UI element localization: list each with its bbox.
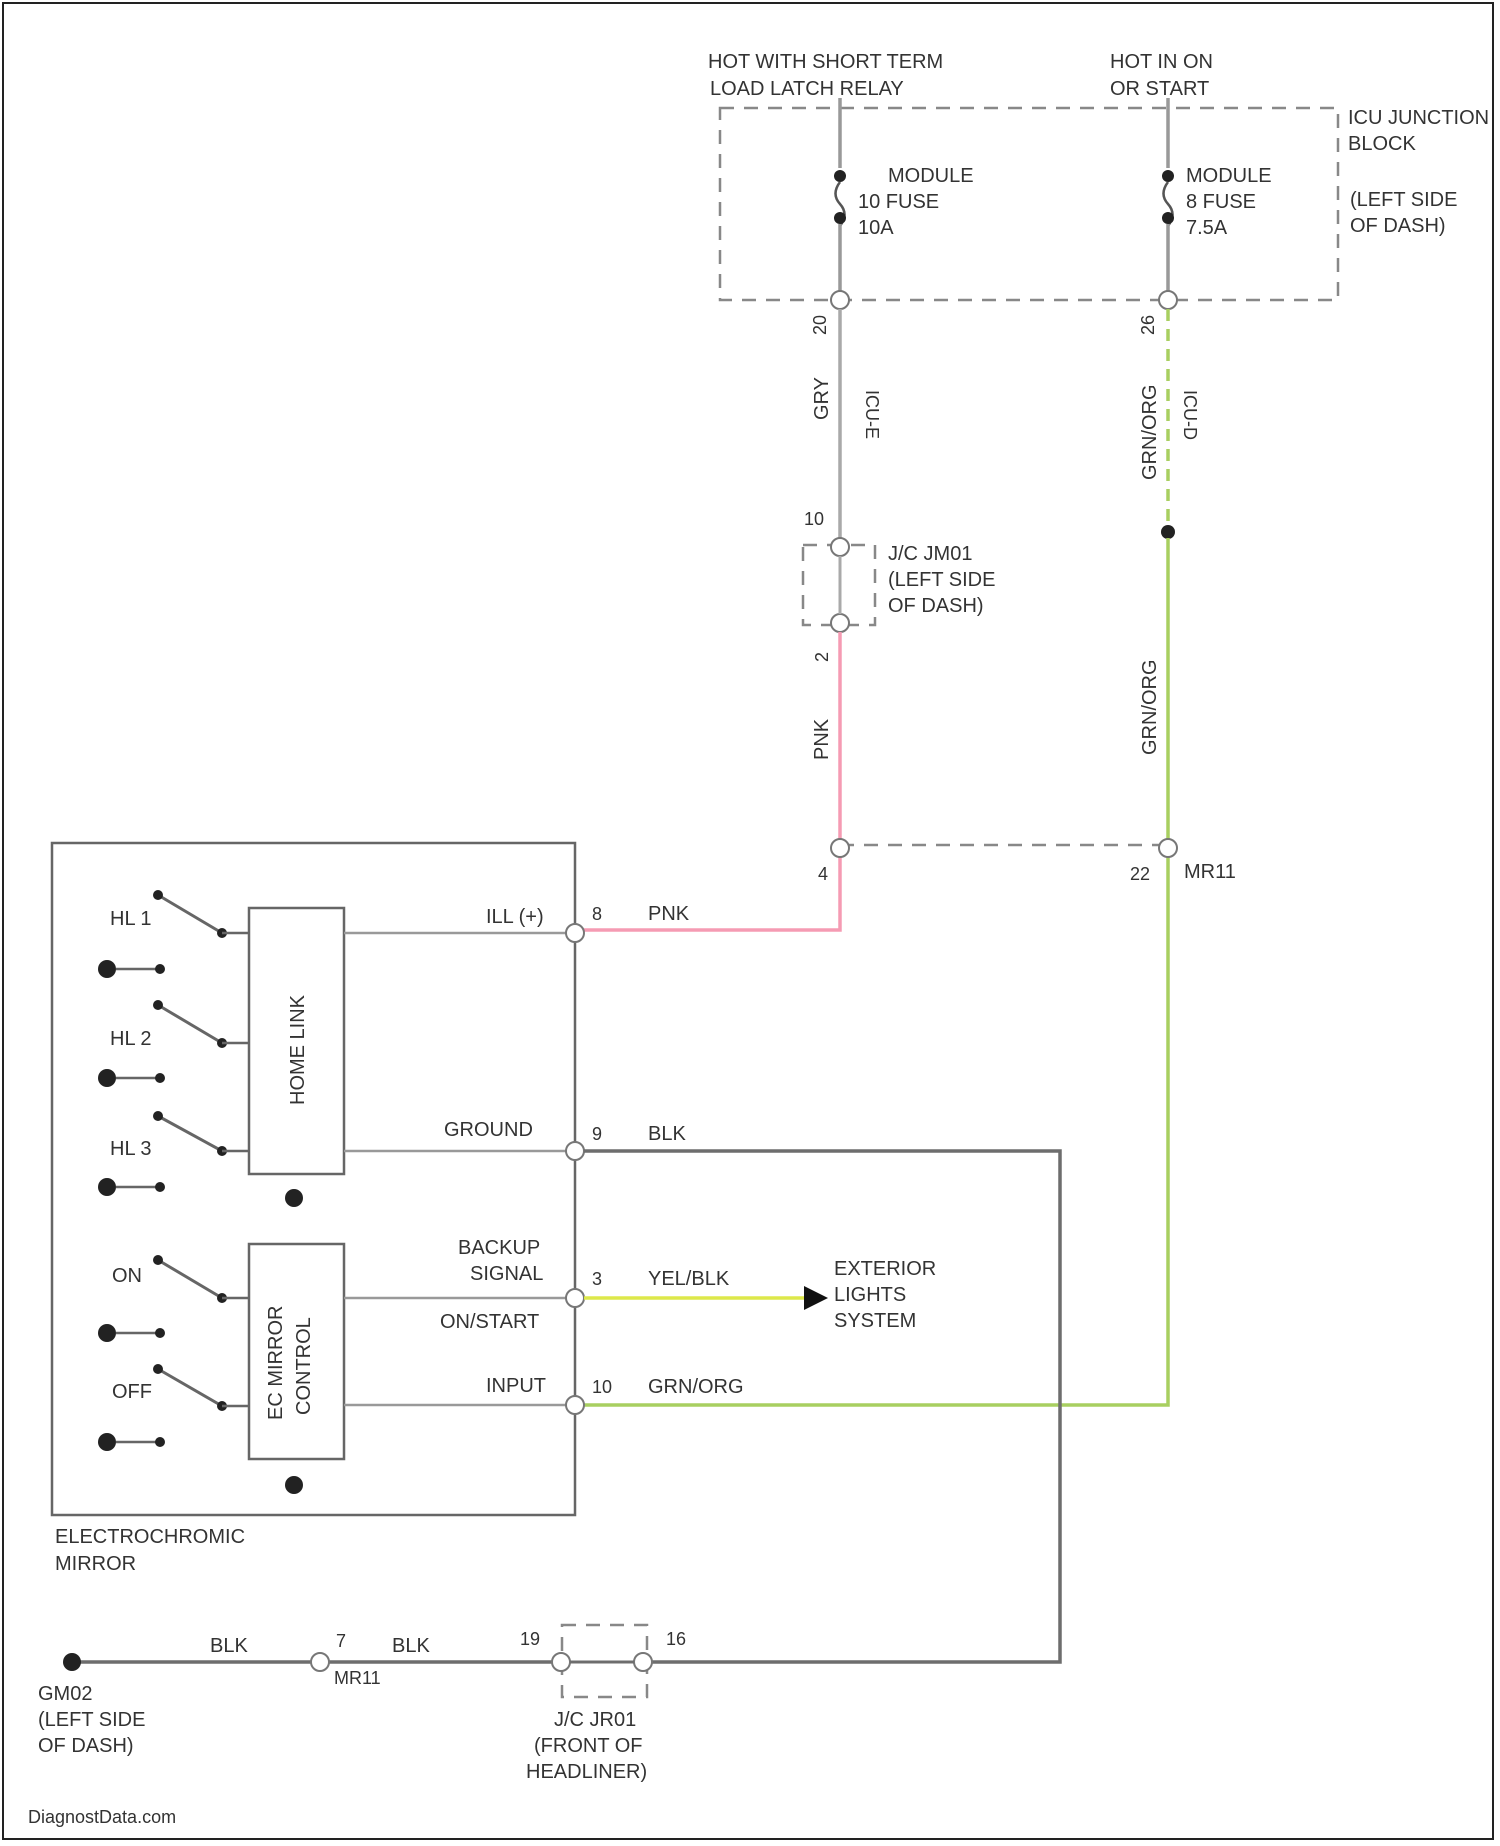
fuse-right-top-dot: [1162, 170, 1174, 182]
outer-frame: [3, 3, 1493, 1839]
jc-jr01-label-1: J/C JR01: [554, 1709, 636, 1731]
wire-gry-label: GRY: [811, 377, 833, 420]
fuse-left-bottom-dot: [834, 212, 846, 224]
gm02-label-1: GM02: [38, 1683, 92, 1705]
jc-jr01-right-connector: [634, 1653, 652, 1671]
fuse-left-label-2: 10 FUSE: [858, 191, 939, 213]
mirror-pin-9-connector: [566, 1142, 584, 1160]
switch-off-label: OFF: [112, 1381, 152, 1403]
wire-blk-label: BLK: [648, 1123, 686, 1145]
icu-e-label: ICU-E: [862, 390, 882, 439]
ec-control-label-2: CONTROL: [293, 1317, 315, 1415]
homelink-label: HOME LINK: [287, 994, 309, 1105]
ec-control-ground-dot: [285, 1476, 303, 1494]
fuse-right-label-3: 7.5A: [1186, 217, 1228, 239]
jc-jr01-pin-right: 16: [666, 1629, 686, 1649]
gm02-label-2: (LEFT SIDE: [38, 1709, 145, 1731]
fuse-left-top-dot: [834, 170, 846, 182]
mirror-pin-3-connector: [566, 1289, 584, 1307]
arrow-right-icon: [804, 1286, 828, 1310]
jc-jr01-label-3: HEADLINER): [526, 1761, 647, 1783]
footer-watermark: DiagnostData.com: [28, 1807, 176, 1827]
mirror-pin-10-connector: [566, 1396, 584, 1414]
fuse-left-label-1: MODULE: [888, 165, 974, 187]
jc-left-label-2: (LEFT SIDE: [888, 569, 995, 591]
jb-label-3: (LEFT SIDE: [1350, 189, 1457, 211]
jc-jr01-pin-left: 19: [520, 1629, 540, 1649]
mr11-right-connector: [1159, 839, 1177, 857]
fuse-right-label-1: MODULE: [1186, 165, 1272, 187]
signal-ground-label: GROUND: [444, 1119, 533, 1141]
jb-label-4: OF DASH): [1350, 215, 1446, 237]
signal-ill-label: ILL (+): [486, 906, 544, 928]
icu-e-connector: [831, 291, 849, 309]
mirror-pin-8-connector: [566, 924, 584, 942]
switch-hl2-label: HL 2: [110, 1028, 152, 1050]
homelink-ground-dot: [285, 1189, 303, 1207]
jb-label-1: ICU JUNCTION: [1348, 107, 1489, 129]
wire-grn-org-label-top: GRN/ORG: [1139, 384, 1161, 480]
exterior-label-2: LIGHTS: [834, 1284, 906, 1306]
wire-grn-org-label-mid: GRN/ORG: [1139, 659, 1161, 755]
exterior-label-1: EXTERIOR: [834, 1258, 936, 1280]
wire-yel-blk-label: YEL/BLK: [648, 1268, 730, 1290]
mr11-left-connector: [831, 839, 849, 857]
pin-left-label: 20: [810, 315, 830, 335]
splice-dot: [1161, 525, 1175, 539]
fuse-right-label-2: 8 FUSE: [1186, 191, 1256, 213]
jc-left-pin-bottom: 2: [812, 652, 832, 662]
left-source-label-2: LOAD LATCH RELAY: [710, 78, 904, 100]
mr11-pin-right: 22: [1130, 864, 1150, 884]
mr11-ground-connector: [311, 1653, 329, 1671]
wire-pnk-label: PNK: [648, 903, 690, 925]
wire-blk-bottom-label-1: BLK: [210, 1635, 248, 1657]
mirror-pin-9: 9: [592, 1124, 602, 1144]
jc-jr01-label-2: (FRONT OF: [534, 1735, 643, 1757]
mr11-label: MR11: [1184, 861, 1236, 883]
jc-left-pin-top: 10: [804, 509, 824, 529]
wire-pnk-vertical-label: PNK: [811, 718, 833, 760]
icu-d-connector: [1159, 291, 1177, 309]
wire-grn-org-input-label: GRN/ORG: [648, 1376, 744, 1398]
mirror-pin-10: 10: [592, 1377, 612, 1397]
mirror-title-1: ELECTROCHROMIC: [55, 1526, 245, 1548]
jc-left-label-3: OF DASH): [888, 595, 984, 617]
ec-control-label-1: EC MIRROR: [265, 1306, 287, 1420]
jc-left-label-1: J/C JM01: [888, 543, 972, 565]
jc-jm01-bottom-connector: [831, 614, 849, 632]
wire-blk-bottom-label-2: BLK: [392, 1635, 430, 1657]
exterior-label-3: SYSTEM: [834, 1310, 916, 1332]
jc-jm01-top-connector: [831, 538, 849, 556]
gm02-ground-icon: [63, 1653, 81, 1671]
icu-d-label: ICU-D: [1180, 390, 1200, 440]
jc-jr01-left-connector: [552, 1653, 570, 1671]
switch-hl1-label: HL 1: [110, 908, 152, 930]
switch-hl3-label: HL 3: [110, 1138, 152, 1160]
signal-signal-label: SIGNAL: [470, 1263, 543, 1285]
right-source-label-1: HOT IN ON: [1110, 51, 1213, 73]
fuse-left-label-3: 10A: [858, 217, 894, 239]
fuse-right-bottom-dot: [1162, 212, 1174, 224]
mr11-pin-left: 4: [818, 864, 828, 884]
switch-on-label: ON: [112, 1265, 142, 1287]
mirror-pin-3: 3: [592, 1269, 602, 1289]
mirror-pin-8: 8: [592, 904, 602, 924]
jb-label-2: BLOCK: [1348, 133, 1416, 155]
right-source-label-2: OR START: [1110, 78, 1209, 100]
mr11-ground-pin: 7: [336, 1631, 346, 1651]
mirror-title-2: MIRROR: [55, 1553, 136, 1575]
signal-onstart-label: ON/START: [440, 1311, 539, 1333]
switch-hl1: [98, 890, 249, 978]
left-source-label-1: HOT WITH SHORT TERM: [708, 51, 943, 73]
wire-pnk: [580, 632, 840, 930]
signal-backup-label: BACKUP: [458, 1237, 540, 1259]
switch-off: [98, 1364, 249, 1451]
signal-input-label: INPUT: [486, 1375, 546, 1397]
pin-right-label: 26: [1138, 315, 1158, 335]
mr11-ground-label: MR11: [334, 1668, 381, 1688]
gm02-label-3: OF DASH): [38, 1735, 134, 1757]
